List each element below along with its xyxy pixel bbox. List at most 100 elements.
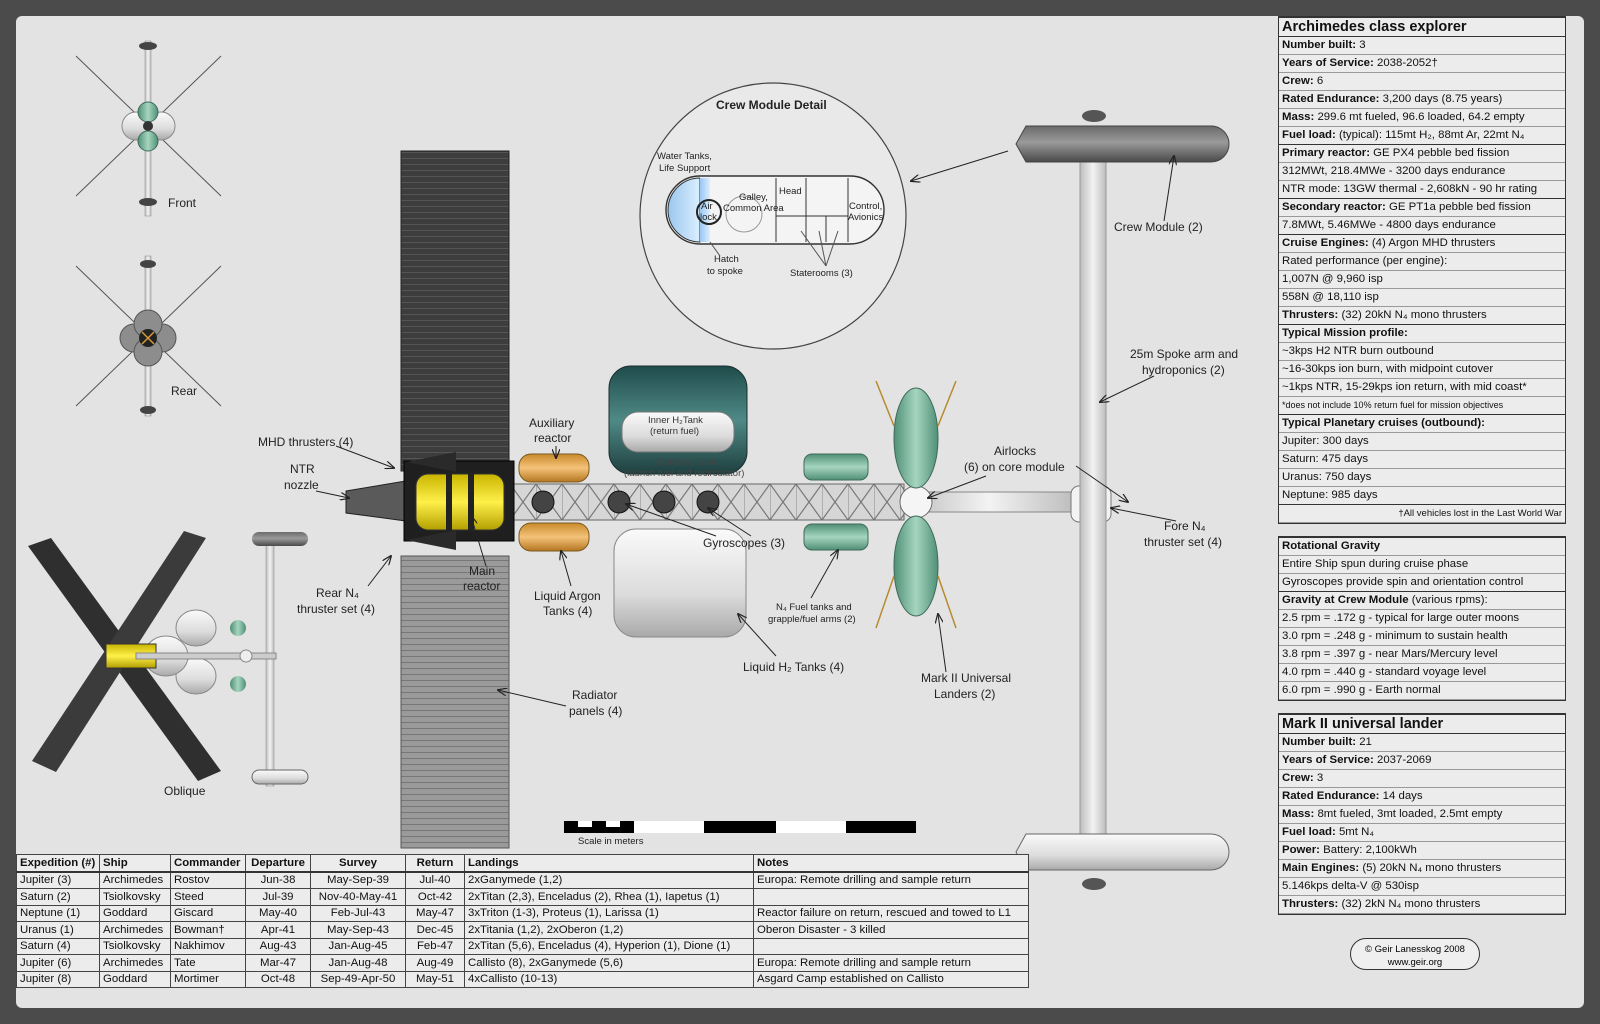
spec-value: 5.146kps delta-V @ 530isp: [1282, 880, 1419, 892]
table-cell: [753, 937, 1029, 955]
spec-value: (32) 2kN N₄ mono thrusters: [1338, 898, 1481, 910]
spec-value: 3.0 rpm = .248 g - minimum to sustain he…: [1282, 630, 1508, 642]
spec-value: 8mt fueled, 3mt loaded, 2.5mt empty: [1314, 808, 1503, 820]
table-cell: Jul-40: [405, 871, 465, 889]
spec-panel: Archimedes class explorer Number built: …: [1278, 16, 1566, 927]
callout-liquid-argon-2: Tanks (4): [543, 604, 593, 618]
callout-liquid-h2: Liquid H₂ Tanks (4): [743, 660, 845, 674]
spec-value: 3.8 rpm = .397 g - near Mars/Mercury lev…: [1282, 648, 1498, 660]
spec-key: Secondary reactor:: [1282, 201, 1386, 213]
spec-value: Gyroscopes provide spin and orientation …: [1282, 576, 1524, 588]
callout-inner-h2-1: Inner H₂Tank: [648, 415, 703, 426]
spec-value: Uranus: 750 days: [1282, 471, 1372, 483]
callout-aux-reactor-1: Auxiliary: [529, 416, 575, 430]
crew-detail-galley-2: Common Area: [723, 203, 784, 214]
callout-outer-h2-1: Outer H₂ Tank: [657, 457, 717, 468]
table-cell: 4xCallisto (10-13): [464, 970, 754, 988]
table-cell: Callisto (8), 2xGanymede (5,6): [464, 954, 754, 972]
crew-detail-hatch-2: to spoke: [707, 266, 743, 277]
spec-row: 312MWt, 218.4MWe - 3200 days endurance: [1279, 163, 1565, 181]
table-cell: 2xTitan (2,3), Enceladus (2), Rhea (1), …: [464, 888, 754, 906]
callout-airlocks-2: (6) on core module: [964, 460, 1065, 474]
crew-detail-water-2: Life Support: [659, 163, 711, 174]
spec-row: Mass: 8mt fueled, 3mt loaded, 2.5mt empt…: [1279, 806, 1565, 824]
spec-key: Gravity at Crew Module: [1282, 594, 1409, 606]
table-cell: Sep-49-Apr-50: [310, 970, 406, 988]
spec-key: Years of Service:: [1282, 57, 1374, 69]
spec-row: 558N @ 18,110 isp: [1279, 289, 1565, 307]
spec-value: GE PT1a pebble bed fission: [1385, 201, 1531, 213]
table-cell: May-40: [245, 904, 311, 922]
spec-key: Typical Mission profile:: [1282, 327, 1408, 339]
spec-row: ~3kps H2 NTR burn outbound: [1279, 343, 1565, 361]
callout-rear-n4-1: Rear N₄: [316, 586, 359, 600]
spec-key: Crew:: [1282, 75, 1314, 87]
callout-mark2-1: Mark II Universal: [921, 671, 1012, 685]
spec-value: 3: [1356, 39, 1366, 51]
table-cell: Oct-48: [245, 970, 311, 988]
table-cell: Dec-45: [405, 921, 465, 939]
callout-fore-n4-2: thruster set (4): [1144, 535, 1223, 549]
table-cell: Saturn (2): [16, 888, 100, 906]
spec-key: Rotational Gravity: [1282, 540, 1381, 552]
spec-value: 7.8MWt, 5.46MWe - 4800 days endurance: [1282, 219, 1496, 231]
spec-row: ~16-30kps ion burn, with midpoint cutove…: [1279, 361, 1565, 379]
spec-row: Primary reactor: GE PX4 pebble bed fissi…: [1279, 145, 1565, 163]
table-cell: Europa: Remote drilling and sample retur…: [753, 871, 1029, 889]
spec-row: 3.8 rpm = .397 g - near Mars/Mercury lev…: [1279, 646, 1565, 664]
spec-key: Typical Planetary cruises (outbound):: [1282, 417, 1485, 429]
spec-row: 4.0 rpm = .440 g - standard voyage level: [1279, 664, 1565, 682]
spec-key: Thrusters:: [1282, 898, 1339, 910]
spec-row: Mass: 299.6 mt fueled, 96.6 loaded, 64.2…: [1279, 109, 1565, 127]
callout-ntr-nozzle-1: NTR: [290, 462, 315, 476]
callout-liquid-argon-1: Liquid Argon: [534, 589, 601, 603]
table-cell: Uranus (1): [16, 921, 100, 939]
table-cell: Jupiter (6): [16, 954, 100, 972]
spec-row: Main Engines: (5) 20kN N₄ mono thrusters: [1279, 860, 1565, 878]
crew-module-detail: [639, 82, 907, 350]
spec-value: (32) 20kN N₄ mono thrusters: [1338, 309, 1487, 321]
spec-value: 3: [1313, 772, 1324, 784]
table-cell: Jan-Aug-48: [310, 954, 406, 972]
spec-row: *does not include 10% return fuel for mi…: [1279, 397, 1565, 415]
crew-detail-hatch-1: Hatch: [714, 254, 739, 265]
spec-row: Gravity at Crew Module (various rpms):: [1279, 592, 1565, 610]
crew-detail-head: Head: [779, 186, 802, 197]
callout-main-reactor-1: Main: [469, 564, 496, 578]
spec-row: Crew: 6: [1279, 73, 1565, 91]
spec-value: 4.0 rpm = .440 g - standard voyage level: [1282, 666, 1487, 678]
spec-value: Battery: 2,100kWh: [1319, 844, 1417, 856]
spec-row: Years of Service: 2037-2069: [1279, 752, 1565, 770]
spec-row: Fuel load: 5mt N₄: [1279, 824, 1565, 842]
table-cell: 2xTitania (1,2), 2xOberon (1,2): [464, 921, 754, 939]
spec-row: Typical Mission profile:: [1279, 325, 1565, 343]
spec-value: 21: [1356, 736, 1372, 748]
spec-row: †All vehicles lost in the Last World War: [1279, 505, 1565, 523]
scale-label: Scale in meters: [578, 836, 644, 847]
table-cell: May-Sep-43: [310, 921, 406, 939]
spec-key: Fuel load:: [1282, 129, 1336, 141]
front-view-drawing: [75, 40, 222, 217]
table-cell: Jul-39: [245, 888, 311, 906]
table-cell: Mar-47: [245, 954, 311, 972]
rear-view-label: Rear: [171, 384, 198, 398]
spec-row: 6.0 rpm = .990 g - Earth normal: [1279, 682, 1565, 700]
table-cell: Archimedes: [99, 871, 171, 889]
spec-key: Cruise Engines:: [1282, 237, 1369, 249]
main-side-view: [345, 110, 1230, 890]
spec-key: Thrusters:: [1282, 309, 1339, 321]
spec-row: Rotational Gravity: [1279, 538, 1565, 556]
spec-value: 5mt N₄: [1335, 826, 1374, 838]
copyright-badge: © Geir Lanesskog 2008 www.geir.org: [1350, 938, 1480, 970]
spec-row: NTR mode: 13GW thermal - 2,608kN - 90 hr…: [1279, 181, 1565, 199]
spec-value: 14 days: [1379, 790, 1423, 802]
spec-value: Saturn: 475 days: [1282, 453, 1369, 465]
spec-row: Rated Endurance: 3,200 days (8.75 years): [1279, 91, 1565, 109]
spec-row: Rated performance (per engine):: [1279, 253, 1565, 271]
